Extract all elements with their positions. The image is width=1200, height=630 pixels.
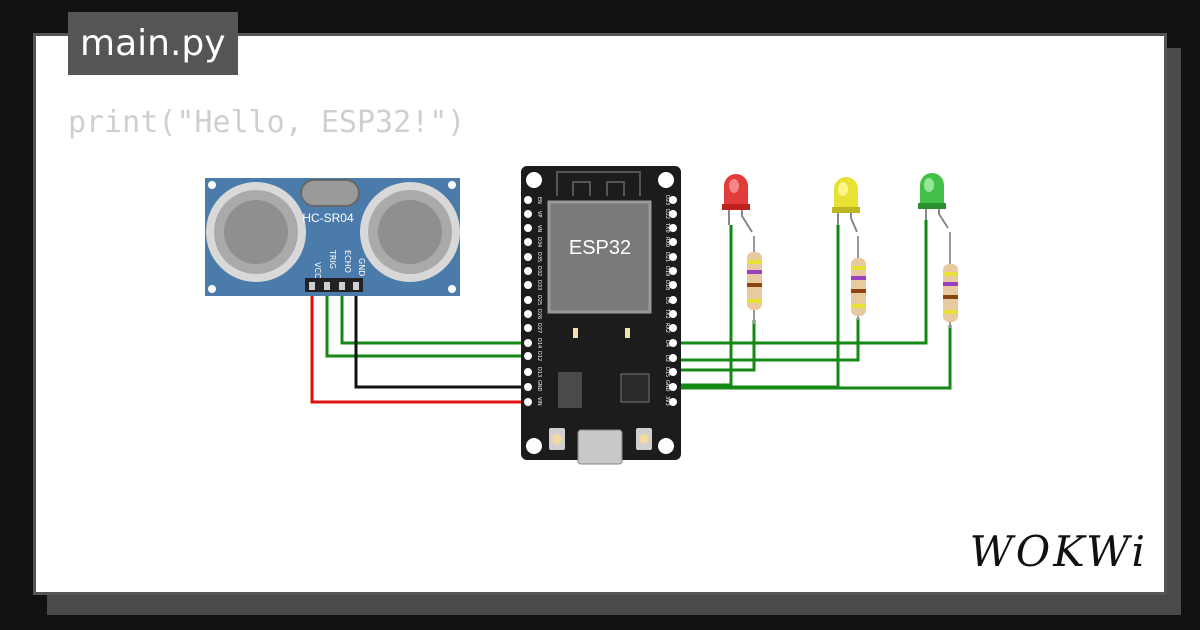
transducer-right bbox=[360, 182, 460, 282]
wokwi-logo: WOKWi bbox=[969, 527, 1148, 576]
left-pin-labels: EN VP VN D34 D35 D32 D33 D25 D26 D27 D14… bbox=[536, 197, 542, 406]
sensor-label: HC-SR04 bbox=[302, 211, 354, 225]
esp32-board[interactable]: ESP32 EN VP VN bbox=[521, 166, 681, 465]
pin-label-d21: D21 bbox=[664, 252, 670, 262]
pin-label-d19: D19 bbox=[664, 266, 670, 276]
pin-label-d18: D18 bbox=[664, 280, 670, 290]
wire-yellow-res[interactable] bbox=[675, 318, 860, 362]
pin-label-tx2: TX2 bbox=[664, 308, 670, 319]
pin-label-gnd-right: GND bbox=[664, 380, 670, 392]
pin-label-vn: VN bbox=[536, 225, 542, 232]
wire-trig[interactable] bbox=[325, 290, 528, 358]
pin-label-d26: D26 bbox=[536, 309, 542, 319]
pin-label-d22: D22 bbox=[664, 209, 670, 219]
led-red[interactable] bbox=[722, 174, 753, 233]
pin-label-d35: D35 bbox=[536, 252, 542, 262]
pin-vcc-label: VCC bbox=[313, 262, 322, 279]
pin-label-vp: VP bbox=[536, 211, 542, 217]
led-yellow[interactable] bbox=[832, 177, 860, 233]
pin-label-d34: D34 bbox=[536, 237, 542, 247]
pin-label-gnd: GND bbox=[536, 380, 542, 392]
left-pin-header bbox=[524, 196, 532, 406]
resistor-green-led[interactable] bbox=[943, 232, 958, 328]
en-button[interactable] bbox=[636, 428, 652, 450]
code-line[interactable]: print("Hello, ESP32!") bbox=[68, 105, 466, 140]
resistor-red-led[interactable] bbox=[747, 236, 762, 324]
wire-echo[interactable] bbox=[340, 290, 528, 345]
right-pin-labels: D23 D22 TX0 RX0 D21 D19 D18 D5 TX2 RX2 D… bbox=[664, 195, 670, 406]
pin-trig-label: TRIG bbox=[328, 249, 337, 269]
pin-label-vin: VIN bbox=[536, 397, 542, 406]
pin-label-rx2: RX2 bbox=[664, 323, 670, 333]
transducer-left bbox=[206, 182, 306, 282]
pin-label-d15: D15 bbox=[664, 367, 670, 377]
right-pin-header bbox=[669, 196, 677, 406]
pin-label-d23: D23 bbox=[664, 195, 670, 205]
pin-label-tx0: TX0 bbox=[664, 222, 670, 233]
wires bbox=[310, 220, 952, 404]
wire-vcc[interactable] bbox=[310, 290, 528, 404]
pin-label-d14: D14 bbox=[536, 338, 542, 348]
pin-label-d4: D4 bbox=[664, 340, 670, 347]
pin-label-d33: D33 bbox=[536, 280, 542, 290]
file-tab[interactable]: main.py bbox=[68, 12, 238, 75]
wire-gnd[interactable] bbox=[354, 290, 528, 389]
boot-button[interactable] bbox=[549, 428, 565, 450]
wire-red-led[interactable] bbox=[675, 225, 733, 387]
board-label: ESP32 bbox=[569, 237, 631, 259]
pin-echo-label: ECHO bbox=[343, 250, 352, 273]
pin-label-d13: D13 bbox=[536, 367, 542, 377]
pin-label-rx0: RX0 bbox=[664, 237, 670, 247]
pin-label-d25: D25 bbox=[536, 295, 542, 305]
wire-green-res[interactable] bbox=[675, 325, 952, 390]
pin-gnd-label: GND bbox=[357, 258, 366, 276]
pin-label-d12: D12 bbox=[536, 351, 542, 361]
pin-label-en: EN bbox=[536, 197, 542, 204]
resistor-yellow-led[interactable] bbox=[851, 236, 866, 320]
usb-port bbox=[577, 429, 623, 465]
pin-label-d32: D32 bbox=[536, 266, 542, 276]
wire-red-res[interactable] bbox=[675, 320, 756, 372]
ultrasonic-sensor[interactable]: HC-SR04 VCC TRIG ECHO GND bbox=[205, 178, 460, 296]
pin-label-3v3: 3V3 bbox=[664, 396, 670, 406]
pin-label-d2: D2 bbox=[664, 355, 670, 362]
pin-label-d5: D5 bbox=[664, 297, 670, 304]
pin-label-d27: D27 bbox=[536, 323, 542, 333]
wire-green-led[interactable] bbox=[675, 220, 928, 345]
led-green[interactable] bbox=[918, 173, 949, 229]
